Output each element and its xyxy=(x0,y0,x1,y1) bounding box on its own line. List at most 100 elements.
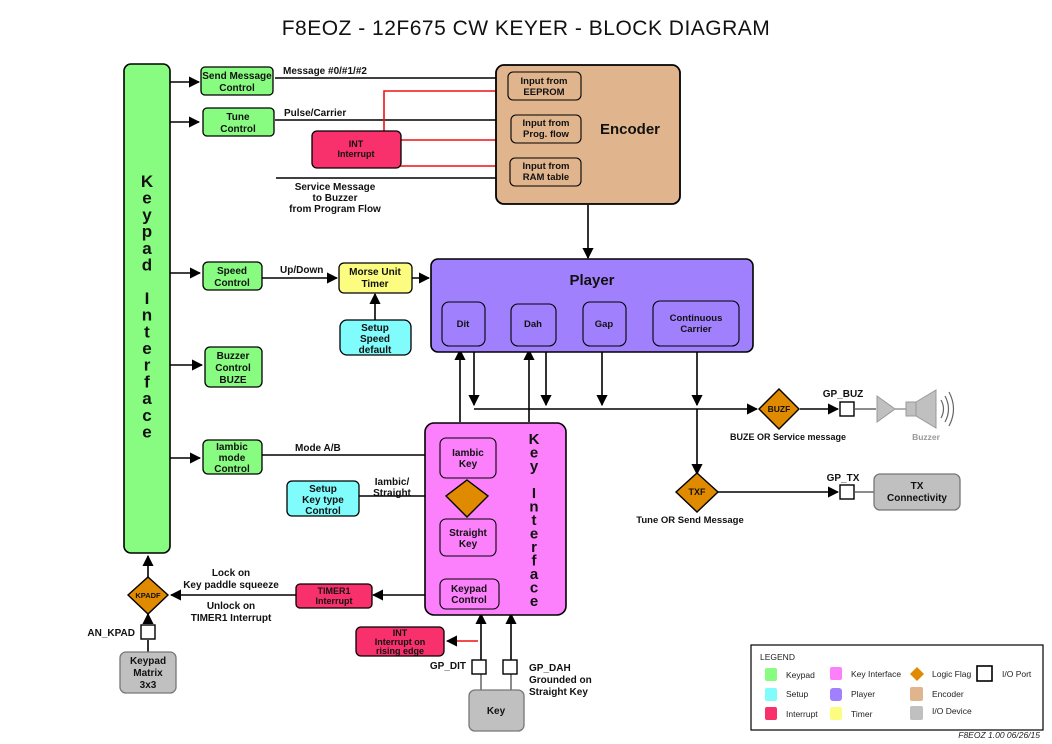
svg-text:Encoder: Encoder xyxy=(600,121,660,138)
send-message-control: Send Message Control xyxy=(200,66,274,96)
keypad-matrix-device: Keypad Matrix 3x3 xyxy=(119,651,177,694)
buzzer-control: Buzzer Control BUZE xyxy=(204,346,263,388)
svg-text:to Buzzer: to Buzzer xyxy=(313,193,358,204)
port-an-kpad xyxy=(140,624,156,640)
morse-unit-timer: Morse Unit Timer xyxy=(338,262,413,294)
svg-text:RAM table: RAM table xyxy=(523,172,569,183)
version-label: F8EOZ 1.00 06/26/15 xyxy=(958,730,1040,740)
svg-text:TIMER1 Interrupt: TIMER1 Interrupt xyxy=(191,613,272,624)
tx-connectivity-device: TX Connectivity xyxy=(873,473,961,511)
encoder-input-prog-flow: Input from Prog. flow xyxy=(510,114,582,144)
player-gap: Gap xyxy=(582,301,627,347)
player-continuous-carrier: Continuous Carrier xyxy=(652,300,740,347)
svg-text:Straight: Straight xyxy=(449,528,487,539)
svg-text:Morse Unit: Morse Unit xyxy=(349,267,401,278)
iambic-key: Iambic Key xyxy=(439,437,497,479)
port-gp-dit xyxy=(471,659,487,675)
svg-text:Key: Key xyxy=(459,459,478,470)
player-dah: Dah xyxy=(510,303,557,347)
svg-text:Continuous: Continuous xyxy=(670,313,723,324)
svg-text:BUZF: BUZF xyxy=(768,404,791,414)
svg-text:Control: Control xyxy=(220,124,256,135)
svg-text:Control: Control xyxy=(215,363,251,374)
keypad-control: Keypad Control xyxy=(439,578,500,610)
svg-text:Interrupt: Interrupt xyxy=(338,149,375,159)
svg-text:Buzzer: Buzzer xyxy=(217,351,250,362)
setup-key-type-control: Setup Key type Control xyxy=(286,480,360,517)
svg-text:Iambic/: Iambic/ xyxy=(375,477,410,488)
svg-text:Key Interface: Key Interface xyxy=(851,669,901,679)
svg-text:Control: Control xyxy=(219,83,255,94)
svg-text:Input from: Input from xyxy=(521,76,568,87)
io-ports xyxy=(140,401,855,675)
svg-text:Dit: Dit xyxy=(457,319,471,330)
svg-text:Input from: Input from xyxy=(523,118,570,129)
svg-text:Key Interface: Key Interface xyxy=(529,431,540,610)
svg-text:AN_KPAD: AN_KPAD xyxy=(87,628,135,639)
encoder-input-eeprom: Input from EEPROM xyxy=(507,71,582,101)
svg-text:Control: Control xyxy=(214,278,250,289)
speed-control: Speed Control xyxy=(202,261,263,291)
diagram-title: F8EOZ - 12F675 CW KEYER - BLOCK DIAGRAM xyxy=(282,17,771,40)
svg-text:Interrupt on: Interrupt on xyxy=(375,637,426,647)
svg-text:Control: Control xyxy=(451,595,487,606)
port-gp-tx xyxy=(839,484,855,500)
svg-text:Keypad: Keypad xyxy=(130,656,166,667)
svg-text:I/O Device: I/O Device xyxy=(932,706,972,716)
kpadf-flag: KPADF xyxy=(126,576,170,615)
svg-text:Send Message: Send Message xyxy=(202,71,272,82)
svg-text:Straight: Straight xyxy=(373,488,411,499)
svg-text:TX: TX xyxy=(911,481,924,492)
timer1-interrupt: TIMER1 Interrupt xyxy=(295,583,373,609)
svg-text:Interrupt: Interrupt xyxy=(316,596,353,606)
svg-text:Input from: Input from xyxy=(523,161,570,172)
svg-text:Iambic: Iambic xyxy=(216,442,248,453)
svg-text:Speed: Speed xyxy=(217,266,247,277)
player-dit: Dit xyxy=(441,301,486,347)
svg-text:INT: INT xyxy=(349,139,364,149)
tune-control: Tune Control xyxy=(202,107,275,137)
svg-text:Timer: Timer xyxy=(851,709,873,719)
svg-text:Keypad: Keypad xyxy=(451,584,487,595)
svg-text:GP_DIT: GP_DIT xyxy=(430,661,466,672)
svg-text:GP_DAH: GP_DAH xyxy=(529,663,571,674)
svg-text:mode: mode xyxy=(219,453,246,464)
svg-text:Keypad: Keypad xyxy=(786,670,815,680)
svg-text:Buzzer: Buzzer xyxy=(912,432,941,442)
svg-text:Prog. flow: Prog. flow xyxy=(523,129,570,140)
svg-text:TXF: TXF xyxy=(689,487,707,497)
encoder-block: Encoder Input from EEPROM Input from Pro… xyxy=(495,64,681,205)
svg-text:Interrupt: Interrupt xyxy=(786,709,818,719)
svg-text:Keypad Interface: Keypad Interface xyxy=(141,172,154,442)
label-message: Message #0/#1/#2 xyxy=(283,66,367,77)
svg-text:Connectivity: Connectivity xyxy=(887,493,947,504)
setup-speed-default: Setup Speed default xyxy=(339,319,412,356)
svg-text:Unlock on: Unlock on xyxy=(207,601,255,612)
txf-flag: TXF xyxy=(674,472,720,513)
svg-text:Carrier: Carrier xyxy=(680,324,711,335)
label-updown: Up/Down xyxy=(280,265,323,276)
svg-text:INT: INT xyxy=(393,628,408,638)
svg-text:Grounded on: Grounded on xyxy=(529,675,592,686)
svg-text:Key type: Key type xyxy=(302,495,344,506)
int-rising-edge: INT Interrupt on rising edge xyxy=(355,626,445,657)
svg-text:Control: Control xyxy=(305,506,341,517)
svg-text:Tune: Tune xyxy=(226,112,250,123)
connectors xyxy=(142,72,840,660)
label-modeab: Mode A/B xyxy=(295,443,341,454)
port-gp-dah xyxy=(502,659,518,675)
svg-text:Encoder: Encoder xyxy=(932,689,964,699)
svg-text:Key: Key xyxy=(487,706,506,717)
interrupt-lines xyxy=(383,85,509,647)
svg-text:Tune OR Send Message: Tune OR Send Message xyxy=(636,515,744,526)
buzzer-icon: Buzzer xyxy=(876,389,955,442)
iambic-mode-control: Iambic mode Control xyxy=(202,439,263,475)
svg-text:Lock on: Lock on xyxy=(212,568,250,579)
port-gp-buz xyxy=(839,401,855,417)
player-block: Player Dit Dah Gap Continuous Carrier xyxy=(430,258,754,353)
svg-text:BUZE: BUZE xyxy=(219,375,247,386)
svg-text:Speed: Speed xyxy=(360,334,390,345)
svg-text:3x3: 3x3 xyxy=(140,680,157,691)
